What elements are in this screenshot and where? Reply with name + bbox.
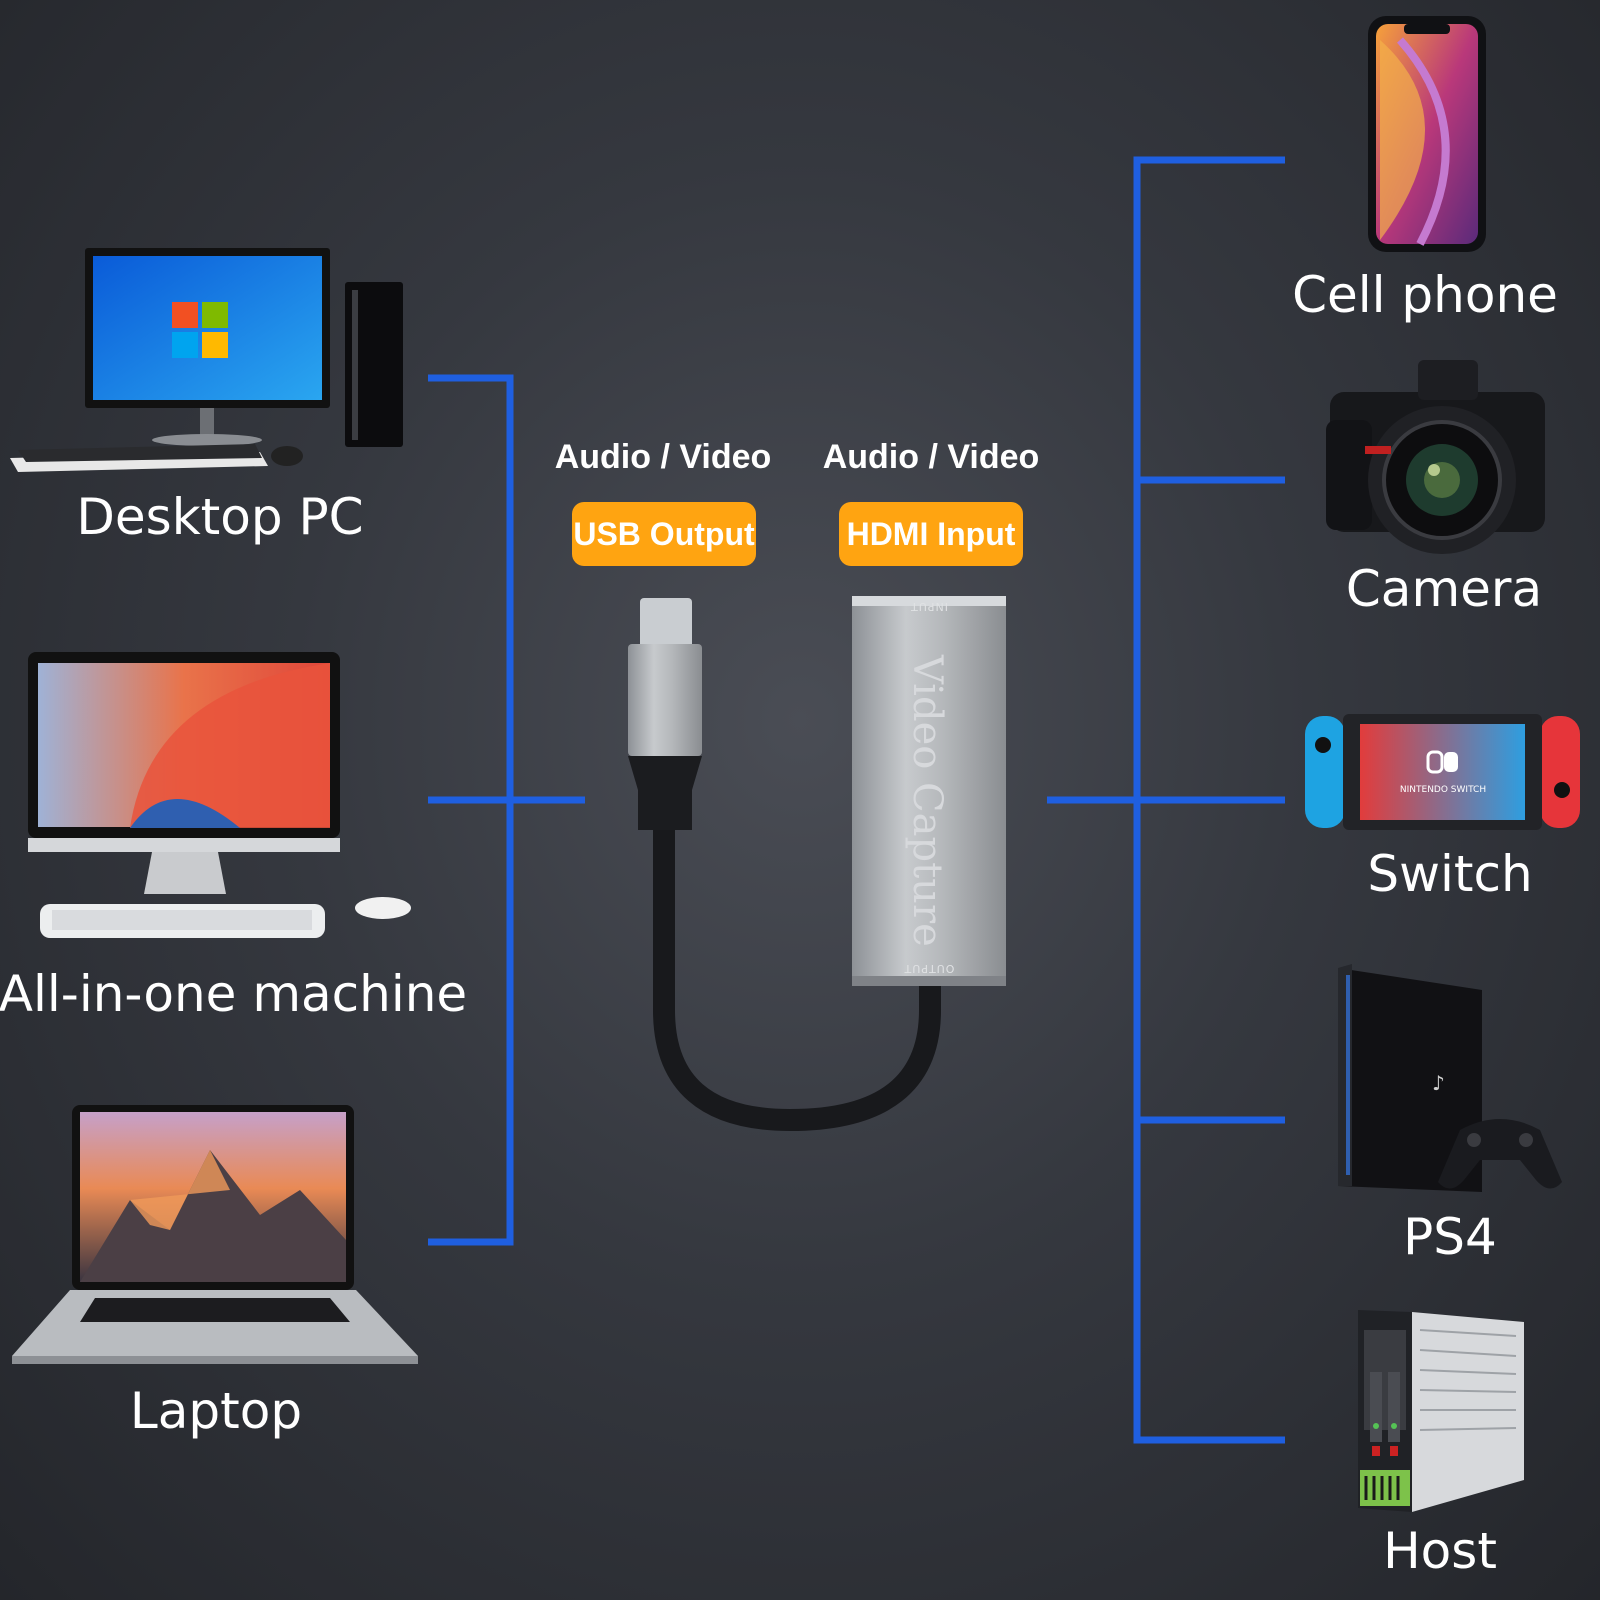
input-port-label: INPUT xyxy=(910,600,948,613)
switch-icon: NINTENDO SWITCH xyxy=(1305,714,1580,830)
left-bracket-lines xyxy=(428,374,585,1246)
ps4-label: PS4 xyxy=(1403,1208,1497,1266)
host-server-icon xyxy=(1358,1310,1524,1512)
laptop-label: Laptop xyxy=(129,1382,303,1440)
desktop-pc-label: Desktop PC xyxy=(76,488,364,546)
playstation-logo-icon: ♪ xyxy=(1432,1071,1445,1095)
switch-label: Switch xyxy=(1367,845,1533,903)
ps4-icon: ♪ xyxy=(1338,964,1562,1192)
usb-output-badge: USB Output xyxy=(572,502,756,566)
camera-label: Camera xyxy=(1345,560,1543,618)
usb-cable xyxy=(653,830,941,1132)
device-body-text: Video Capture xyxy=(904,655,950,947)
all-in-one-icon xyxy=(28,652,411,938)
camera-icon xyxy=(1326,360,1545,554)
output-port-label: OUTPUT xyxy=(903,962,955,975)
laptop-icon xyxy=(12,1105,418,1364)
capture-device-body xyxy=(852,596,1006,986)
hdmi-side-caption: Audio / Video xyxy=(822,438,1040,476)
left-bracket-line xyxy=(428,374,514,1246)
cell-phone-label: Cell phone xyxy=(1292,266,1558,324)
usb-side-caption: Audio / Video xyxy=(554,438,772,476)
switch-logo-text: NINTENDO SWITCH xyxy=(1400,785,1486,795)
desktop-pc-icon xyxy=(10,248,403,472)
host-label: Host xyxy=(1383,1522,1497,1580)
right-bracket-lines xyxy=(1047,156,1285,1444)
hdmi-input-badge: HDMI Input xyxy=(839,502,1023,566)
usb-c-plug xyxy=(628,598,702,830)
all-in-one-label: All-in-one machine xyxy=(0,965,468,1023)
cell-phone-icon xyxy=(1368,16,1486,252)
